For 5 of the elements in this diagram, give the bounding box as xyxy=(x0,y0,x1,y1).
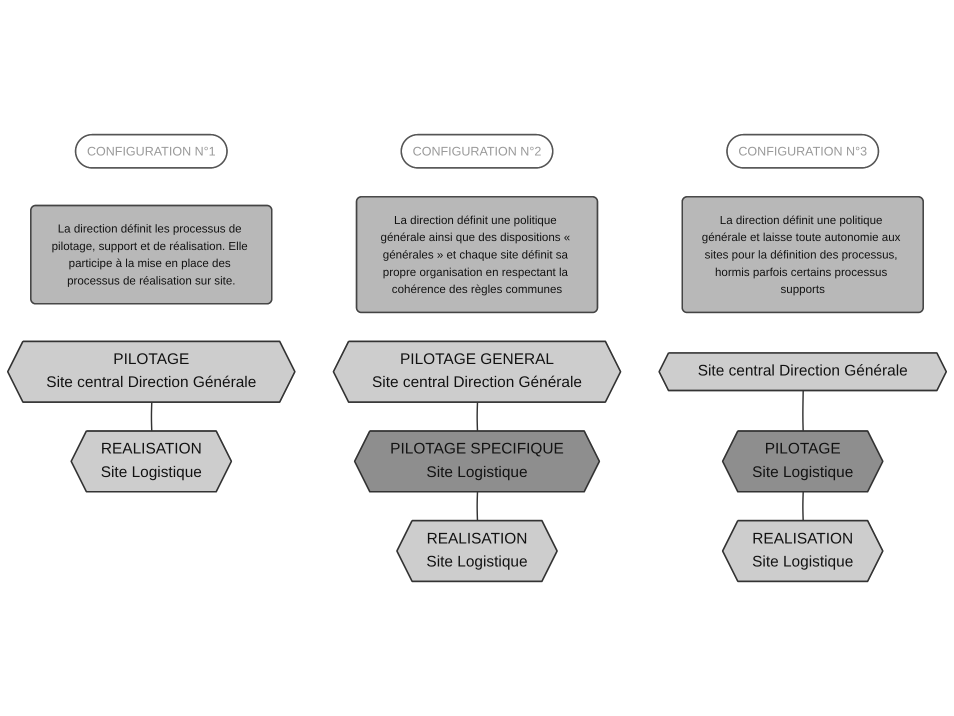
connector-line xyxy=(476,402,478,432)
connector-line xyxy=(476,492,478,522)
connector-line xyxy=(802,391,804,432)
connector-line xyxy=(802,492,804,522)
connector-line xyxy=(150,402,152,432)
